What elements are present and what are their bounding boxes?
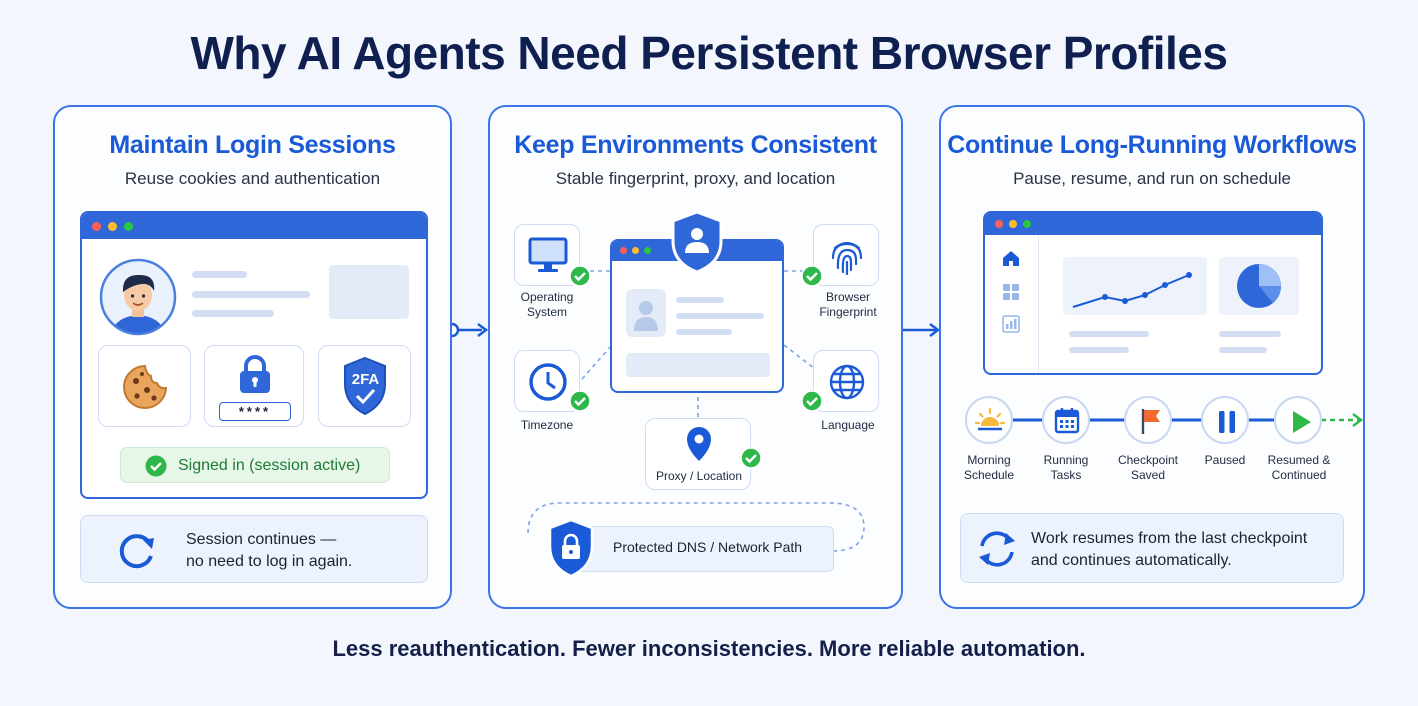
- calendar-icon: [1054, 408, 1080, 434]
- panel-subtitle: Pause, resume, and run on schedule: [1013, 169, 1291, 188]
- os-card: [514, 224, 580, 286]
- shield-user-icon: [671, 210, 723, 274]
- shield-check-icon: [344, 356, 386, 416]
- person-icon: [634, 301, 658, 331]
- twofa-badge-text: 2FA: [351, 371, 380, 388]
- session-status-pill: Signed in (session active): [120, 447, 390, 483]
- step-resumed: [1274, 396, 1322, 444]
- step-running-tasks: [1042, 396, 1090, 444]
- panel-consistent-environments: Keep Environments Consistent Stable fing…: [488, 105, 903, 609]
- refresh-icon: [119, 534, 154, 569]
- step-label-checkpoint: Checkpoint Saved: [1117, 453, 1179, 482]
- placeholder-line: [192, 310, 274, 317]
- check-circle-icon: [801, 265, 823, 287]
- bar-chart-icon: [1002, 315, 1020, 333]
- monitor-icon: [528, 237, 568, 272]
- window-maximize-dot: [124, 222, 133, 231]
- session-status-text: Signed in (session active): [178, 457, 361, 474]
- check-circle-icon: [569, 265, 591, 287]
- step-paused: [1201, 396, 1249, 444]
- placeholder-block: [329, 265, 409, 319]
- play-icon: [1293, 411, 1311, 433]
- window-minimize-dot: [108, 222, 117, 231]
- step-morning-schedule: [965, 396, 1013, 444]
- fingerprint-label: Browser Fingerprint: [819, 290, 877, 319]
- check-circle-icon: [740, 447, 762, 469]
- step-checkpoint-saved: [1124, 396, 1172, 444]
- workflow-note-line-1: Work resumes from the last checkpoint: [1031, 530, 1308, 547]
- check-circle-icon: [145, 455, 167, 477]
- session-note-line-2: no need to log in again.: [186, 553, 353, 570]
- dashboard-sidebar: [985, 235, 1039, 373]
- password-card: ****: [204, 345, 304, 427]
- proxy-label: Proxy / Location: [655, 469, 743, 483]
- step-label-morning: Morning Schedule: [963, 453, 1015, 482]
- user-avatar-icon: [99, 258, 177, 336]
- check-circle-icon: [801, 390, 823, 412]
- browser-window: **** 2FA Signed in (session active): [80, 211, 428, 499]
- lock-icon: [240, 355, 270, 393]
- language-label: Language: [821, 418, 875, 432]
- panel-long-running-workflows: Continue Long-Running Workflows Pause, r…: [939, 105, 1365, 609]
- language-card: [813, 350, 879, 412]
- sync-icon: [979, 531, 1015, 567]
- session-note-line-1: Session continues —: [186, 531, 337, 548]
- page-title: Why AI Agents Need Persistent Browser Pr…: [190, 27, 1228, 79]
- timezone-card: [514, 350, 580, 412]
- footer-tagline: Less reauthentication. Fewer inconsisten…: [332, 636, 1086, 661]
- timezone-label: Timezone: [520, 418, 574, 432]
- profile-photo-placeholder: [626, 289, 666, 337]
- clock-icon: [529, 363, 567, 401]
- globe-icon: [829, 364, 865, 400]
- panel-title: Maintain Login Sessions: [109, 131, 396, 159]
- home-icon: [1003, 251, 1019, 266]
- session-note-card: Session continues — no need to log in ag…: [80, 515, 428, 583]
- line-chart-widget: [1063, 257, 1207, 315]
- step-label-running: Running Tasks: [1043, 453, 1089, 482]
- connector-arrow-2: [900, 323, 941, 337]
- location-pin-icon: [687, 427, 711, 461]
- environment-connectors: [527, 270, 865, 552]
- window-close-dot: [92, 222, 101, 231]
- panel-title: Continue Long-Running Workflows: [947, 131, 1357, 159]
- password-field-mask: ****: [219, 402, 291, 421]
- cookie-icon: [123, 364, 168, 409]
- sunrise-icon: [975, 407, 1005, 431]
- workflow-note-line-2: and continues automatically.: [1031, 552, 1232, 569]
- shield-lock-icon: [548, 518, 594, 578]
- twofa-card: 2FA: [318, 345, 411, 427]
- workflow-note-card: Work resumes from the last checkpoint an…: [960, 513, 1344, 583]
- pie-chart-icon: [1237, 264, 1281, 308]
- panel-title: Keep Environments Consistent: [514, 131, 877, 159]
- step-label-paused: Paused: [1204, 453, 1246, 467]
- proxy-card: Proxy / Location: [645, 418, 751, 490]
- panel-subtitle: Reuse cookies and authentication: [124, 169, 381, 188]
- pie-chart-widget: [1219, 257, 1299, 315]
- cookie-card: [98, 345, 191, 427]
- line-chart-icon: [1072, 272, 1192, 308]
- flag-icon: [1141, 409, 1160, 434]
- network-path-pill: Protected DNS / Network Path: [566, 526, 834, 572]
- pause-icon: [1219, 411, 1235, 433]
- dashboard-window: [983, 211, 1323, 375]
- os-label: Operating System: [520, 290, 574, 319]
- check-circle-icon: [569, 390, 591, 412]
- network-path-label: Protected DNS / Network Path: [613, 539, 803, 555]
- panel-login-sessions: Maintain Login Sessions Reuse cookies an…: [53, 105, 452, 609]
- placeholder-line: [192, 271, 247, 278]
- grid-icon: [1003, 284, 1019, 300]
- fingerprint-card: [813, 224, 879, 286]
- panel-subtitle: Stable fingerprint, proxy, and location: [555, 169, 836, 188]
- browser-titlebar: [82, 213, 426, 239]
- placeholder-line: [192, 291, 310, 298]
- fingerprint-icon: [831, 241, 863, 276]
- step-label-resumed: Resumed & Continued: [1267, 453, 1331, 482]
